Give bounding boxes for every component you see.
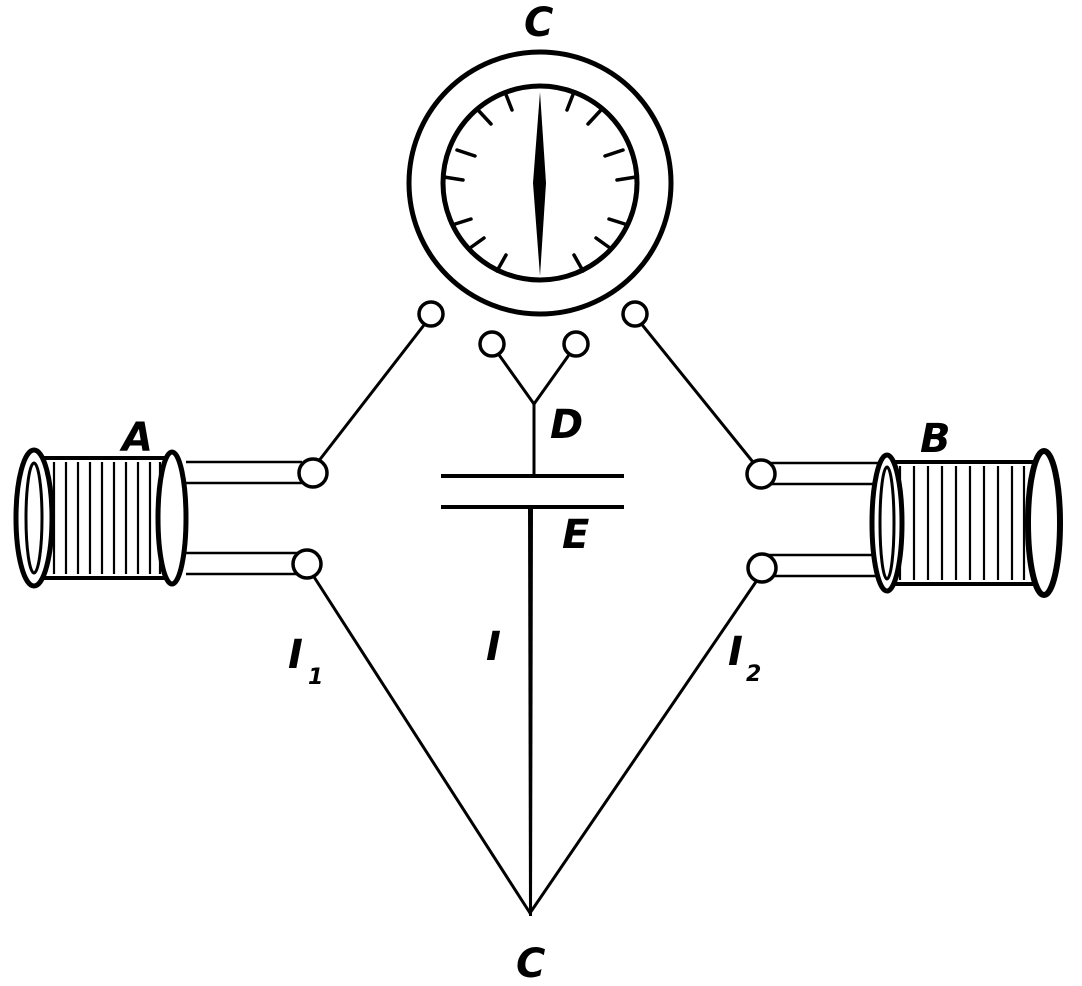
terminal-coil-b-bottom xyxy=(746,552,778,584)
label-coil-a: A xyxy=(119,415,153,461)
wire-galvo-to-coil-b xyxy=(633,314,763,474)
label-galvanometer-c: C xyxy=(524,0,553,46)
label-current-i1-subscript: 1 xyxy=(308,665,323,690)
label-e: E xyxy=(562,512,589,558)
terminal-d-right xyxy=(562,330,590,358)
label-current-i2: I xyxy=(728,629,743,675)
terminal-coil-a-bottom xyxy=(291,548,323,580)
wire-galvo-to-coil-a xyxy=(309,314,433,473)
terminals xyxy=(291,300,778,584)
coil-b-right-flange xyxy=(1025,448,1063,598)
label-d: D xyxy=(550,402,583,448)
coil-a xyxy=(13,447,189,589)
label-current-i: I xyxy=(486,624,501,670)
wire-i1 xyxy=(305,564,532,915)
label-current-i2-subscript: 2 xyxy=(746,662,761,687)
galvanometer-needle xyxy=(533,92,546,276)
galvanometer xyxy=(406,49,674,317)
coil-b xyxy=(869,448,1063,598)
coil-a-right-flange xyxy=(155,449,189,587)
label-current-i1: I xyxy=(288,632,303,678)
terminal-coil-b-top xyxy=(745,458,777,490)
terminal-d-left xyxy=(478,330,506,358)
terminal-coil-a-top xyxy=(297,457,329,489)
terminal-galvo-right xyxy=(621,300,649,328)
wires xyxy=(186,314,880,916)
terminal-galvo-left xyxy=(417,300,445,328)
wire-i-main xyxy=(528,507,533,916)
label-bottom-c: C xyxy=(516,941,545,986)
coil-a-left-flange xyxy=(13,447,55,589)
wire-i2 xyxy=(528,568,766,915)
label-coil-b: B xyxy=(920,416,951,462)
coil-b-left-flange xyxy=(869,452,905,594)
dial-ticks xyxy=(442,90,638,273)
